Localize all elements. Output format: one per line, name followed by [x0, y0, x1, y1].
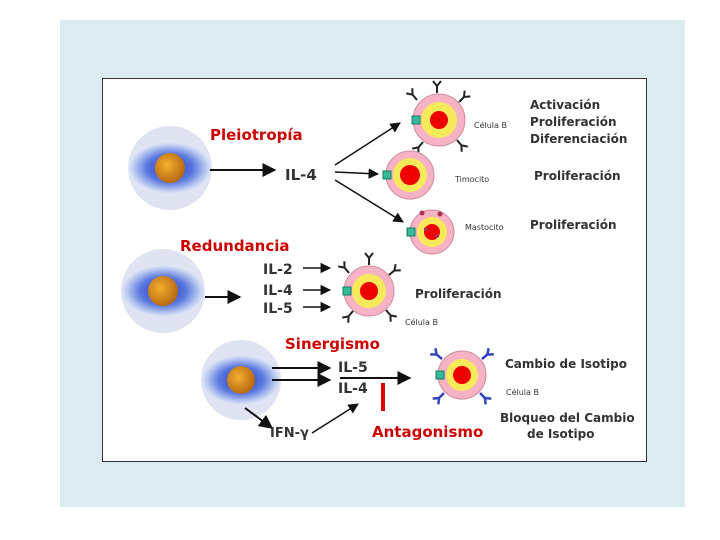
label-il5-redundancy: IL-5 — [263, 301, 293, 317]
label-b-cell-synergy: Célula B — [506, 387, 539, 397]
thymocyte-cell — [382, 150, 435, 200]
label-il4-redundancy: IL-4 — [263, 283, 293, 299]
b-cell-synergy — [428, 346, 496, 406]
arrow-macrophage-to-ifng — [244, 407, 274, 429]
outcome-proliferation-b: Proliferación — [530, 115, 617, 129]
label-il5-synergy: IL-5 — [338, 360, 368, 376]
outcome-block-line2: de Isotipo — [527, 427, 594, 441]
outcome-isotype-switch: Cambio de Isotipo — [505, 357, 627, 371]
outcome-proliferation-redundancy: Proliferación — [415, 287, 502, 301]
outcome-block-line1: Bloqueo del Cambio — [500, 411, 635, 425]
macrophage-pleiotropy — [128, 126, 212, 210]
outcome-proliferation-thymocyte: Proliferación — [534, 169, 621, 183]
arrow-il4-to-bcell — [334, 122, 401, 166]
title-pleiotropy: Pleiotropía — [210, 126, 303, 144]
outcome-proliferation-mastocyte: Proliferación — [530, 218, 617, 232]
macrophage-synergy — [201, 340, 281, 420]
label-il4-pleiotropy: IL-4 — [285, 166, 317, 184]
label-b-cell-redundancy: Célula B — [405, 317, 438, 327]
arrow-il4-to-mastocyte — [334, 179, 404, 223]
arrow-ifng-to-antagonism — [311, 403, 359, 434]
b-cell-pleiotropy — [405, 80, 472, 155]
title-antagonism: Antagonismo — [372, 423, 483, 441]
macrophage-redundancy — [121, 249, 205, 333]
arrow-il4-to-thymocyte — [334, 168, 380, 179]
outcome-activation: Activación — [530, 98, 600, 112]
mastocyte-cell — [406, 209, 455, 255]
title-redundancy: Redundancia — [180, 237, 290, 255]
label-il4-synergy: IL-4 — [338, 381, 368, 397]
label-il2: IL-2 — [263, 262, 293, 278]
label-mastocyte: Mastocito — [465, 223, 504, 232]
label-b-cell-pleiotropy: Célula B — [474, 120, 507, 130]
outcome-differentiation: Diferenciación — [530, 132, 627, 146]
title-synergy: Sinergismo — [285, 335, 380, 353]
b-cell-redundancy — [337, 252, 402, 324]
label-ifng: IFN-γ — [270, 426, 309, 441]
label-thymocyte: Timocito — [454, 175, 489, 184]
